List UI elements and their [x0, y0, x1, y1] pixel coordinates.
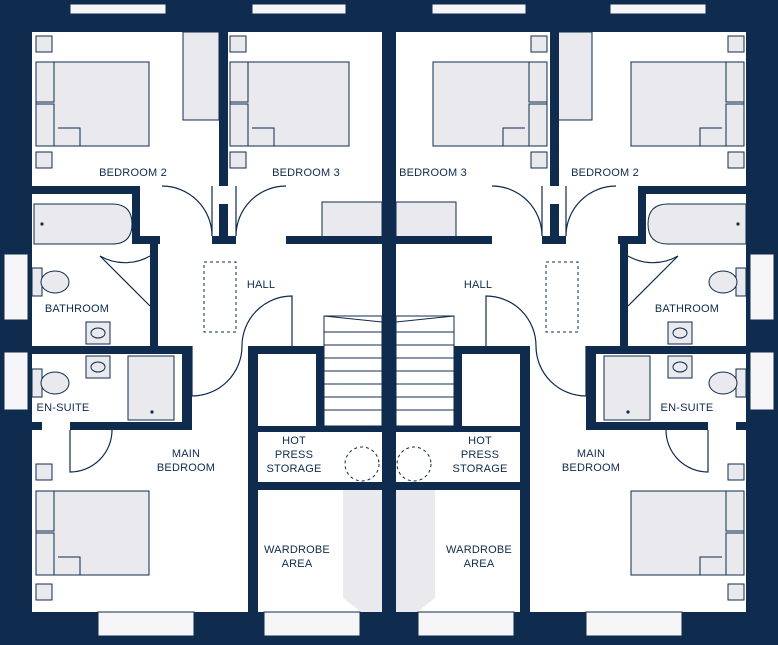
bed-icon-main-bedroom-right	[630, 463, 745, 601]
label-wardrobe-right-line2: AREA	[464, 558, 495, 570]
window-right-ensuite	[749, 351, 775, 411]
label-wardrobe-left-line2: AREA	[282, 558, 313, 570]
label-ensuite-right: EN-SUITE	[661, 402, 714, 414]
door-swings	[69, 185, 709, 473]
label-bedroom2-right: BEDROOM 2	[571, 167, 639, 179]
label-hot-press-left-line3: STORAGE	[267, 463, 322, 475]
label-main-bedroom-left-line2: BEDROOM	[157, 462, 215, 474]
toilet-icon-ensuite-left	[31, 368, 70, 398]
label-ensuite-left: EN-SUITE	[37, 402, 90, 414]
dresser-right	[395, 201, 457, 239]
label-bedroom2-left: BEDROOM 2	[99, 167, 167, 179]
toilet-icon-bathroom-right	[708, 267, 747, 297]
label-main-bedroom-left-line1: MAIN	[172, 448, 200, 460]
basin-icon-ensuite-right	[667, 355, 693, 379]
toilet-icon-bathroom-left	[31, 267, 70, 297]
window-bottom-2	[263, 611, 361, 637]
shower-icon-right	[603, 355, 651, 421]
bed-icon-bedroom3-right	[432, 35, 548, 169]
basin-icon-ensuite-left	[85, 355, 111, 379]
label-bedroom3-right: BEDROOM 3	[399, 167, 467, 179]
window-top-3	[431, 3, 527, 15]
stairs-right	[395, 315, 455, 427]
bed-icon-bedroom2-left	[35, 35, 150, 169]
label-hot-press-right-line1: HOT	[468, 435, 492, 447]
toilet-icon-ensuite-right	[708, 368, 747, 398]
window-left-ensuite	[3, 351, 29, 411]
label-hot-press-left-line2: PRESS	[275, 449, 313, 461]
label-main-bedroom-right-line1: MAIN	[577, 448, 605, 460]
label-hall-right: HALL	[464, 279, 492, 291]
bath-icon-left	[33, 203, 133, 245]
basin-icon-bathroom-right	[667, 321, 693, 345]
shower-icon-left	[127, 355, 175, 421]
dresser-left	[321, 201, 383, 239]
bed-icon-bedroom3-left	[229, 35, 350, 169]
window-top-1	[69, 3, 167, 15]
label-main-bedroom-right-line2: BEDROOM	[562, 462, 620, 474]
label-bathroom-left: BATHROOM	[45, 303, 109, 315]
window-bottom-1	[97, 611, 195, 637]
attic-hatch-left	[203, 261, 237, 333]
label-hall-left: HALL	[247, 279, 275, 291]
basin-icon-bathroom-left	[85, 321, 111, 345]
label-wardrobe-left-line1: WARDROBE	[264, 544, 330, 556]
label-hot-press-right-line3: STORAGE	[453, 463, 508, 475]
label-bedroom3-left: BEDROOM 3	[272, 167, 340, 179]
label-hot-press-right-line2: PRESS	[461, 449, 499, 461]
window-top-2	[251, 3, 347, 15]
wardrobe-area-left	[343, 490, 382, 612]
window-left-bath	[3, 253, 29, 321]
fixtures	[31, 31, 747, 612]
bath-icon-right	[647, 203, 747, 245]
label-hot-press-left-line1: HOT	[282, 435, 306, 447]
stairs-left	[323, 315, 383, 427]
wardrobe-left-bed2	[182, 31, 220, 121]
window-bottom-3	[417, 611, 515, 637]
attic-hatch-right	[545, 261, 579, 333]
wardrobe-area-right	[396, 490, 435, 612]
bed-icon-bedroom2-right	[630, 35, 745, 169]
cylinder-icon-right	[396, 446, 432, 482]
label-bathroom-right: BATHROOM	[655, 303, 719, 315]
window-top-4	[609, 3, 707, 15]
room-labels: BEDROOM 2 BEDROOM 3 BEDROOM 3 BEDROOM 2 …	[37, 167, 719, 570]
cylinder-icon-left	[344, 446, 380, 482]
bed-icon-main-bedroom-left	[35, 463, 150, 601]
window-right-bath	[749, 253, 775, 321]
label-wardrobe-right-line1: WARDROBE	[446, 544, 512, 556]
wardrobe-right-bed2	[555, 31, 593, 121]
window-bottom-4	[585, 611, 683, 637]
windows	[3, 3, 775, 637]
